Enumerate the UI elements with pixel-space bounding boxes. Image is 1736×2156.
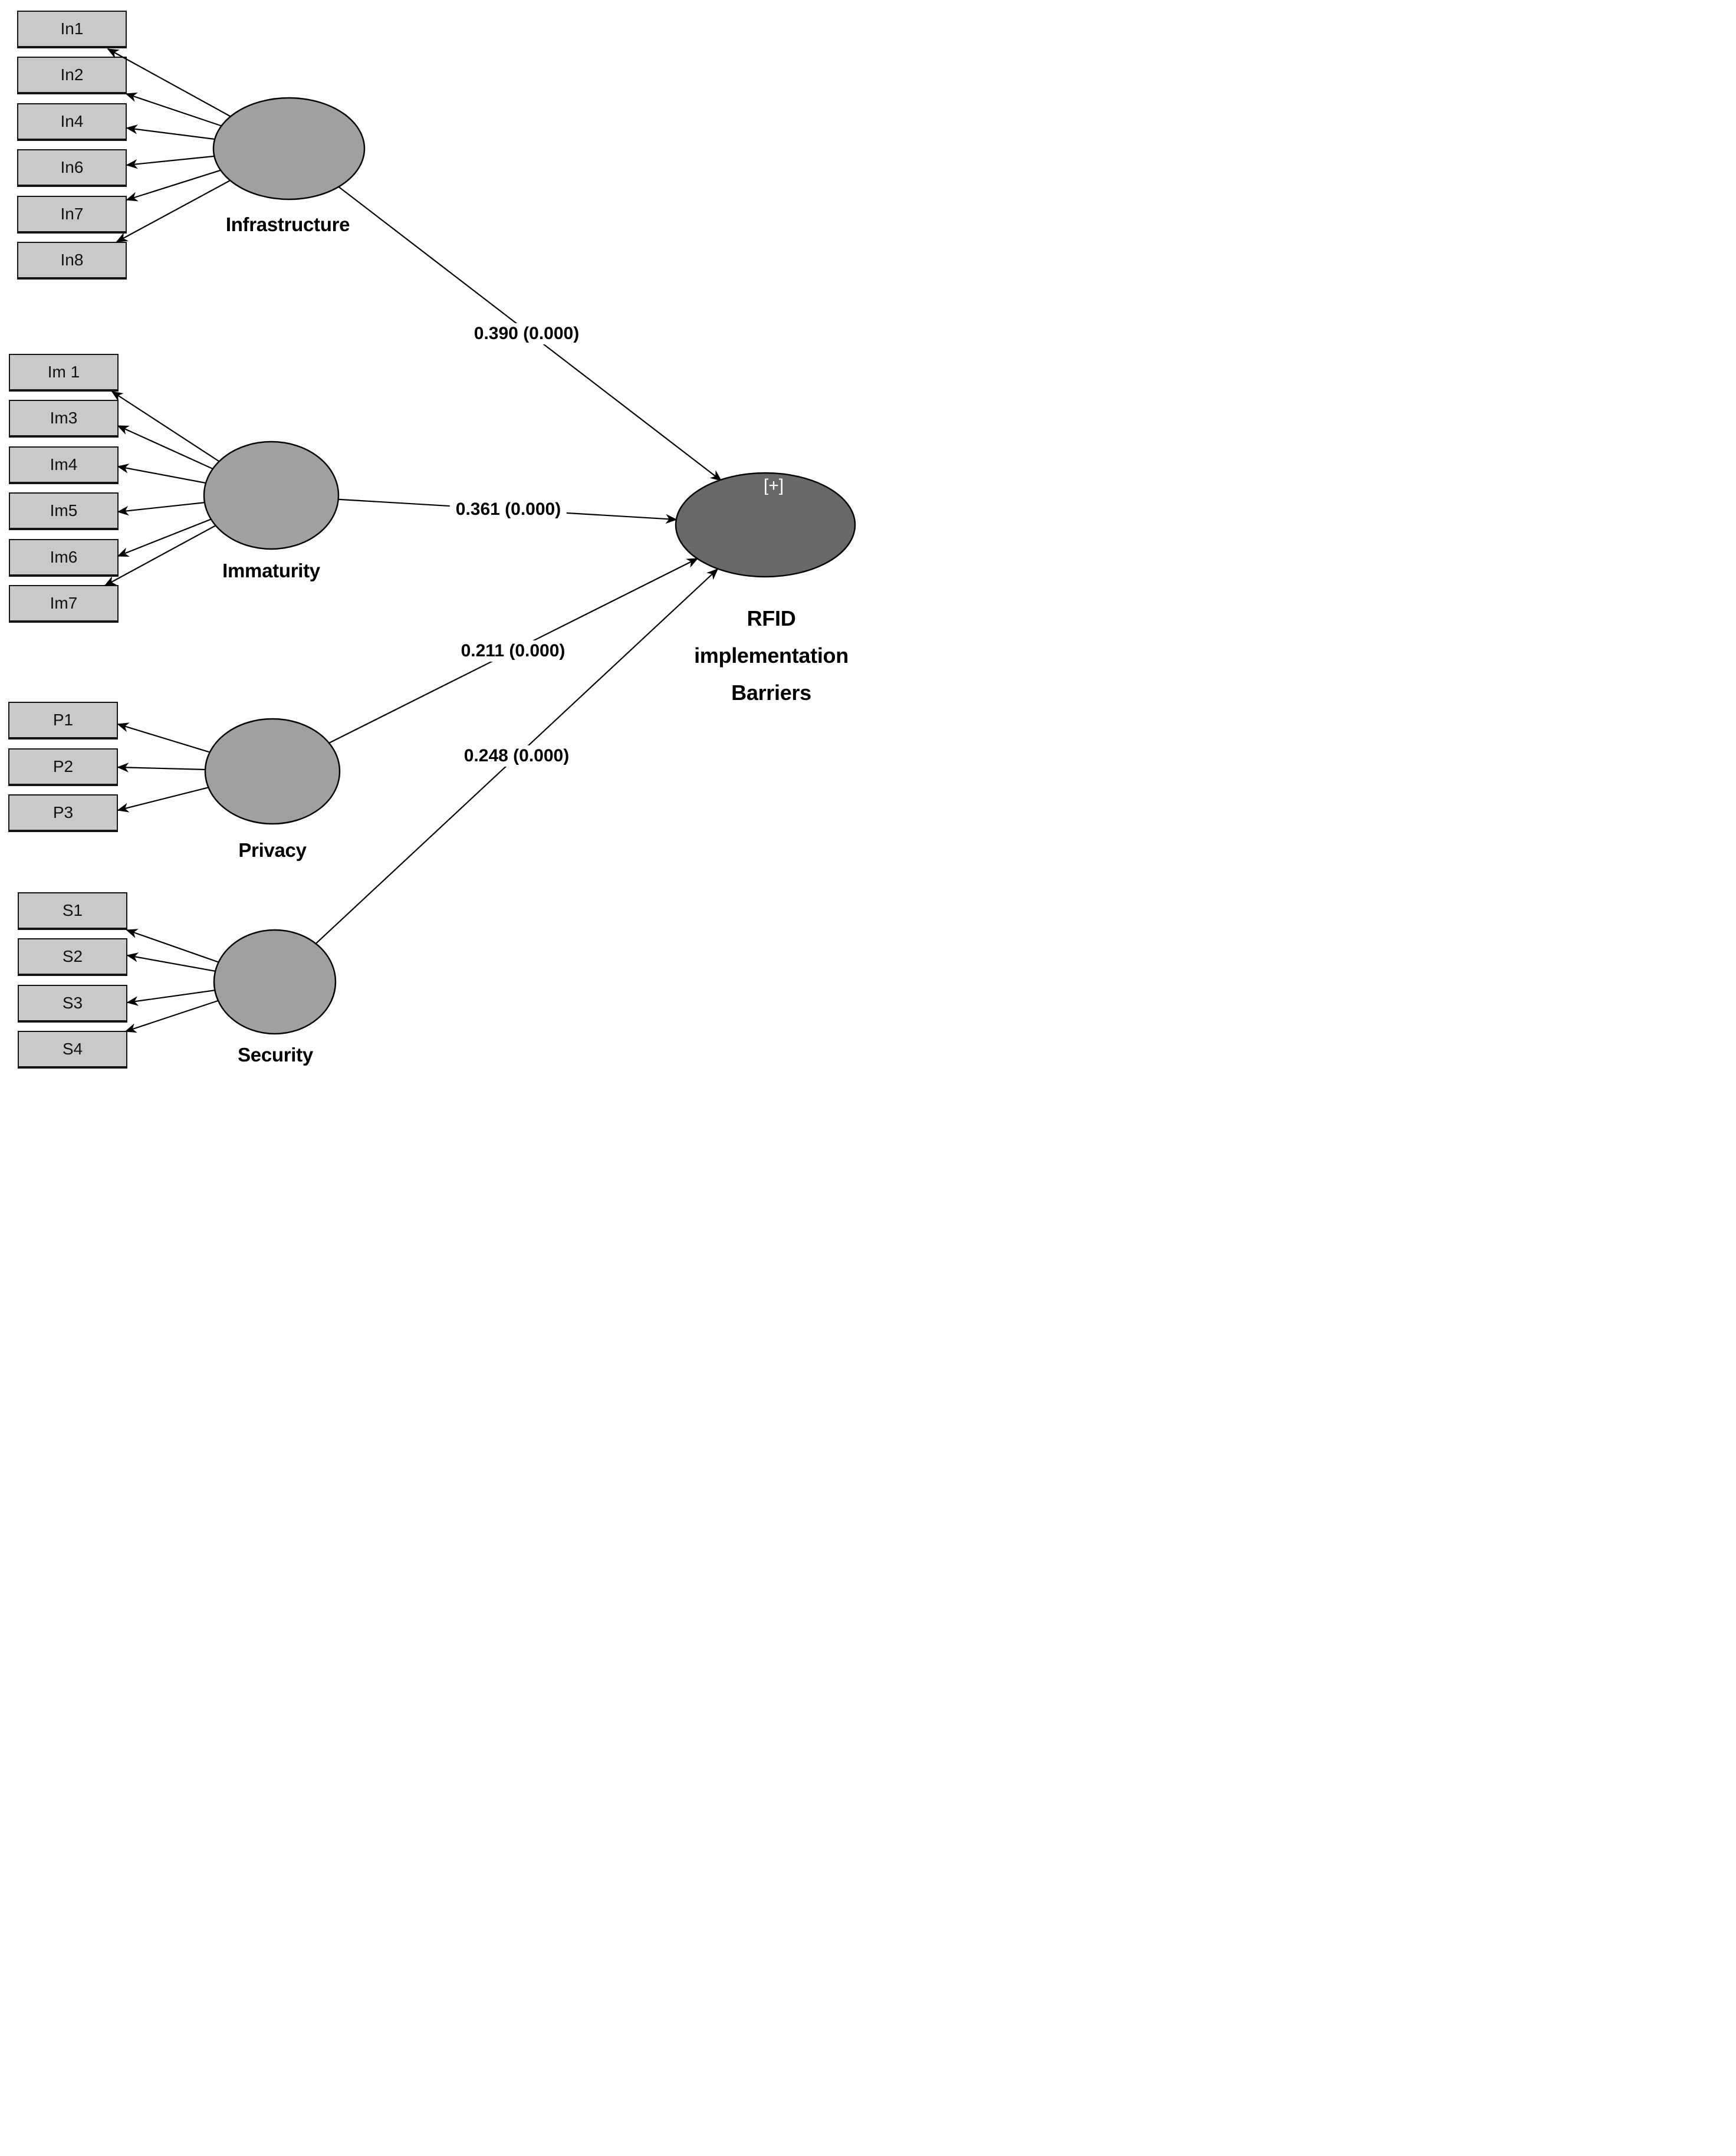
indicator-box-in8: In8 (17, 242, 127, 280)
edge-privacy-p3 (117, 770, 273, 813)
edge-immaturity-im4 (117, 464, 272, 497)
indicator-label-im7: Im7 (50, 594, 78, 612)
indicator-label-p3: P3 (52, 803, 74, 821)
indicator-box-p2: P2 (8, 748, 118, 786)
diagram-overlay (104, 48, 856, 1035)
indicator-label-im6: Im6 (50, 548, 78, 566)
indicator-label-im3: Im3 (50, 409, 78, 427)
indicator-label-in6: In6 (60, 158, 84, 176)
indicator-box-im3: Im3 (9, 400, 119, 438)
indicator-label-s3: S3 (62, 994, 83, 1012)
indicator-label-im1: Im 1 (47, 363, 80, 381)
construct-label-security: Security (238, 1044, 313, 1066)
edge-infrastructure-in7 (126, 147, 290, 202)
indicator-box-in2: In2 (17, 57, 127, 94)
plus-indicator: [+] (763, 476, 784, 495)
construct-ellipse-privacy (204, 718, 341, 825)
edge-security-rfid (274, 568, 719, 982)
indicator-box-in1: In1 (17, 11, 127, 48)
indicator-box-s2: S2 (18, 938, 127, 976)
indicator-label-in8: In8 (60, 251, 84, 269)
indicator-label-s4: S4 (62, 1040, 83, 1058)
edge-privacy-p1 (117, 722, 273, 773)
target-label-line3: Barriers (731, 681, 811, 705)
indicator-label-p1: P1 (52, 711, 74, 729)
sem-diagram-canvas: In1 In2 In4 In6 In7 In8 Im 1 Im3 Im4 Im5… (0, 0, 868, 1078)
indicator-box-s1: S1 (18, 892, 127, 930)
indicator-label-in4: In4 (60, 112, 84, 130)
indicator-label-in7: In7 (60, 205, 84, 223)
indicator-box-im7: Im7 (9, 585, 119, 623)
edge-security-s3 (126, 981, 275, 1006)
indicator-label-im4: Im4 (50, 455, 78, 474)
target-label-line2: implementation (694, 643, 849, 668)
edge-security-s1 (126, 929, 275, 983)
target-label: RFID implementation Barriers (694, 600, 849, 711)
indicator-box-p1: P1 (8, 702, 118, 740)
edge-infrastructure-in6 (126, 147, 290, 169)
edge-infrastructure-in1 (107, 48, 290, 149)
path-coefficient-security: 0.248 (0.000) (458, 745, 576, 767)
edge-infrastructure-in2 (125, 92, 290, 150)
path-coefficient-privacy: 0.211 (0.000) (455, 640, 571, 662)
indicator-box-im4: Im4 (9, 446, 119, 484)
indicator-box-s3: S3 (18, 985, 127, 1023)
path-coefficient-immaturity: 0.361 (0.000) (449, 499, 567, 520)
indicator-label-im5: Im5 (50, 501, 78, 520)
construct-ellipse-immaturity (203, 441, 340, 550)
path-coefficient-infrastructure: 0.390 (0.000) (468, 323, 586, 344)
edge-immaturity-im1 (111, 391, 272, 496)
indicator-label-in1: In1 (60, 19, 84, 38)
target-label-line1: RFID (747, 606, 796, 630)
construct-label-privacy: Privacy (238, 839, 307, 861)
indicator-box-in6: In6 (17, 149, 127, 187)
edge-privacy-rfid (272, 558, 699, 772)
indicator-box-im5: Im5 (9, 492, 119, 530)
construct-ellipse-infrastructure (212, 97, 366, 201)
indicator-label-s2: S2 (62, 947, 83, 965)
edge-privacy-p2 (117, 763, 273, 773)
indicator-label-s1: S1 (62, 901, 83, 919)
indicator-label-in2: In2 (60, 65, 84, 84)
indicator-box-in7: In7 (17, 196, 127, 234)
edge-security-s2 (126, 952, 275, 983)
construct-ellipse-security (213, 929, 337, 1035)
indicator-label-p2: P2 (52, 757, 74, 775)
edge-infrastructure-in4 (126, 124, 290, 150)
construct-label-immaturity: Immaturity (222, 560, 320, 581)
indicator-box-im1: Im 1 (9, 354, 119, 392)
construct-label-infrastructure: Infrastructure (225, 213, 350, 235)
indicator-box-s4: S4 (18, 1031, 127, 1069)
edge-infrastructure-rfid (288, 148, 722, 482)
edge-security-s4 (124, 981, 275, 1033)
edge-immaturity-im3 (117, 425, 272, 497)
indicator-box-im6: Im6 (9, 539, 119, 577)
indicator-box-in4: In4 (17, 103, 127, 141)
edge-immaturity-im5 (117, 494, 272, 516)
indicator-box-p3: P3 (8, 794, 118, 832)
edge-immaturity-im6 (117, 494, 272, 557)
